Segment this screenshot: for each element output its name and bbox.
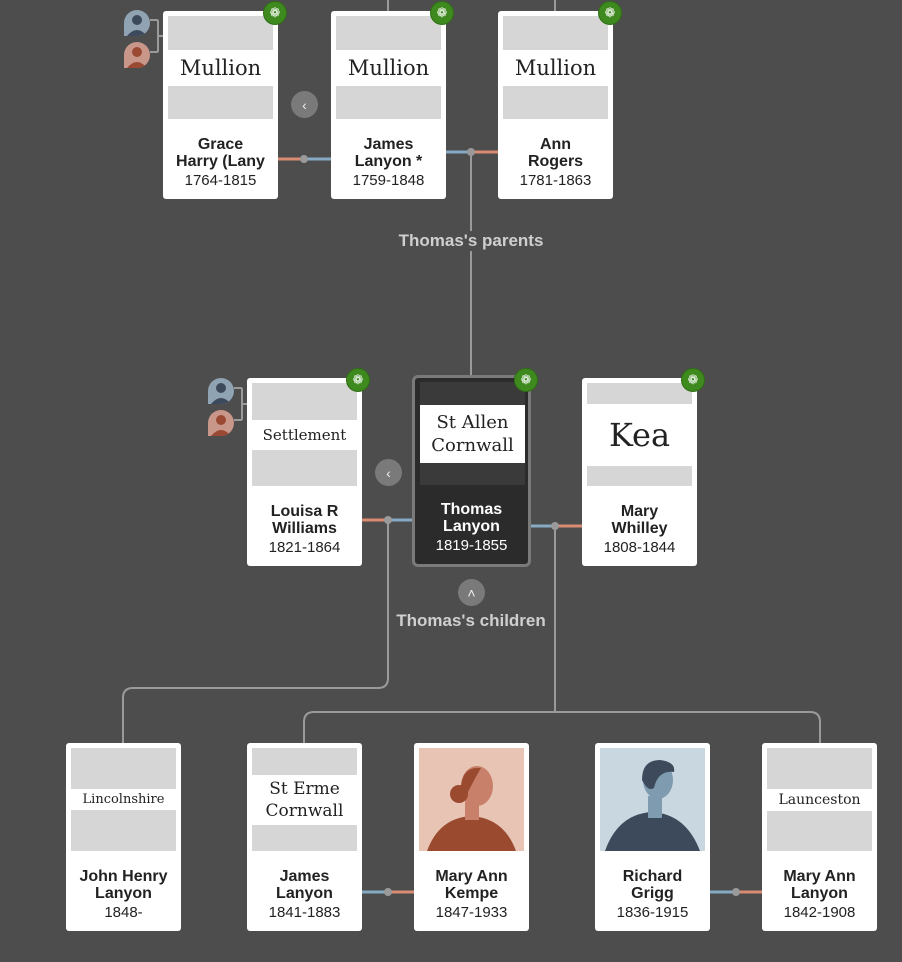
chevron-up-icon: ˄ [467,584,476,601]
place-image: Mullion [168,49,273,86]
hint-leaf-icon[interactable]: ❁ [263,1,287,25]
person-dates: 1821-1864 [268,539,341,556]
female-avatar-icon [419,748,524,851]
person-dates: 1808-1844 [603,539,676,556]
father-avatar-icon[interactable] [208,378,234,404]
person-dates: 1841-1883 [268,904,341,921]
person-dates: 1819-1855 [435,537,508,554]
person-dates: 1847-1933 [435,904,508,921]
place-image: Mullion [336,49,441,86]
parents-label: Thomas's parents [395,231,547,251]
mother-avatar-icon[interactable] [208,410,234,436]
expand-left-button[interactable]: ‹ [291,91,318,118]
person-dates: 1781-1863 [519,172,592,189]
children-label: Thomas's children [393,611,549,631]
place-image: Kea [587,403,692,466]
father-avatar-icon[interactable] [124,10,150,36]
collapse-children-button[interactable]: ˄ [458,579,485,606]
mother-avatar-icon[interactable] [124,42,150,68]
male-avatar-icon [600,748,705,851]
place-image: Launceston [767,788,872,811]
person-dates: 1764-1815 [184,172,257,189]
place-image: Mullion [503,49,608,86]
person-dates: 1848- [104,904,143,921]
hint-leaf-icon[interactable]: ❁ [598,1,622,25]
place-image: Settlement [252,419,357,450]
expand-left-button[interactable]: ‹ [375,459,402,486]
hint-leaf-icon[interactable]: ❁ [430,1,454,25]
chevron-left-icon: ‹ [302,96,307,113]
person-dates: 1842-1908 [783,904,856,921]
person-dates: 1759-1848 [352,172,425,189]
place-image: Lincolnshire [71,789,176,810]
hint-leaf-icon[interactable]: ❁ [514,368,538,392]
hint-leaf-icon[interactable]: ❁ [681,368,705,392]
hint-leaf-icon[interactable]: ❁ [346,368,370,392]
person-dates: 1836-1915 [616,904,689,921]
chevron-left-icon: ‹ [386,464,391,481]
